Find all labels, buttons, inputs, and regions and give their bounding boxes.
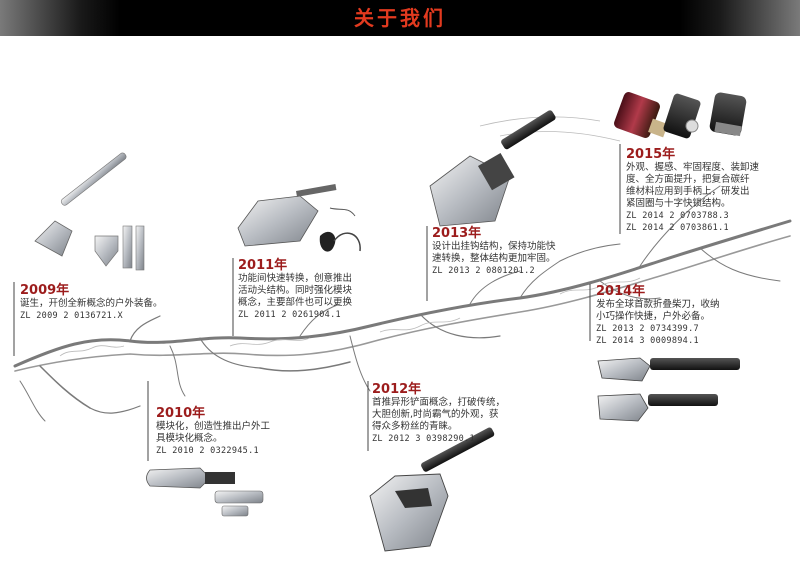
machete-2014-image [597, 357, 740, 422]
milestone-desc: 设计出挂钩结构，保持功能快 [432, 241, 556, 252]
milestone-2010: 2010年 模块化，创造性推出户外工 具模块化概念。 ZL 2010 2 032… [156, 406, 306, 457]
year-label: 2009年 [20, 283, 70, 298]
milestone-2011: 2011年 功能间快速转换，创意推出 活动头结构。同时强化模块 概念，主要部件也… [238, 258, 388, 321]
milestone-desc: 模块化，创造性推出户外工 [156, 421, 271, 432]
patent-number: ZL 2014 2 0703788.3 [626, 211, 729, 221]
milestone-desc: 功能间快速转换，创意推出 [238, 273, 353, 284]
shovel-2009-image [34, 152, 145, 271]
milestone-desc: 概念，主要部件也可以更换 [238, 297, 353, 308]
shovel-2013-image [429, 110, 556, 227]
patent-number: ZL 2013 2 0801201.2 [432, 266, 535, 276]
milestone-desc: 速转换，整体结构更加牢固。 [432, 253, 556, 264]
milestone-desc: 具模块化概念。 [156, 433, 223, 444]
patent-number: ZL 2013 2 0734399.7 [596, 324, 699, 334]
patent-number: ZL 2009 2 0136721.X [20, 311, 123, 321]
milestone-desc: 紧固圈与十字快锁结构。 [626, 198, 731, 209]
milestone-desc: 外观、握感、牢固程度、装卸速 [626, 162, 760, 173]
year-label: 2013年 [432, 226, 482, 241]
patent-number: ZL 2014 2 0703861.1 [626, 223, 729, 233]
patent-number: ZL 2010 2 0322945.1 [156, 446, 259, 456]
milestone-desc: 首推异形铲面概念，打破传统， [372, 397, 506, 408]
patent-number: ZL 2012 3 0398290.1 [372, 434, 475, 444]
year-label: 2010年 [156, 406, 206, 421]
year-label: 2015年 [626, 147, 676, 162]
milestone-desc: 活动头结构。同时强化模块 [238, 285, 353, 296]
milestone-2009: 2009年 诞生，开创全新概念的户外装备。 ZL 2009 2 0136721.… [20, 283, 200, 322]
milestone-desc: 度、全方面提升，把复合碳纤 [626, 174, 750, 185]
timeline-illustration [13, 92, 792, 552]
shovel-2011-image [237, 184, 361, 252]
milestone-desc: 小巧操作快捷，户外必备。 [596, 311, 711, 322]
milestone-desc: 大胆创新,时尚霸气的外观，获 [372, 409, 499, 420]
milestone-2013: 2013年 设计出挂钩结构，保持功能快 速转换，整体结构更加牢固。 ZL 201… [432, 226, 582, 277]
year-label: 2012年 [372, 382, 422, 397]
year-label: 2014年 [596, 284, 646, 299]
patent-number: ZL 2011 2 0261904.1 [238, 310, 341, 320]
patent-number: ZL 2014 3 0009894.1 [596, 336, 699, 346]
handle-2015-image [614, 92, 747, 139]
milestone-2014: 2014年 发布全球首款折叠柴刀，收纳 小巧操作快捷，户外必备。 ZL 2013… [596, 284, 746, 347]
shovel-2012-image [369, 427, 495, 552]
page-title: 关于我们 [354, 6, 446, 30]
milestone-desc: 诞生，开创全新概念的户外装备。 [20, 298, 163, 309]
milestone-2015: 2015年 外观、握感、牢固程度、装卸速 度、全方面提升，把复合碳纤 维材料应用… [626, 147, 791, 234]
milestone-desc: 发布全球首款折叠柴刀，收纳 [596, 299, 720, 310]
milestone-2012: 2012年 首推异形铲面概念，打破传统， 大胆创新,时尚霸气的外观，获 得众多粉… [372, 382, 537, 445]
year-label: 2011年 [238, 258, 288, 273]
knife-2010-image [146, 467, 264, 517]
milestone-desc: 得众多粉丝的青睐。 [372, 421, 458, 432]
milestone-desc: 维材料应用到手柄上，研发出 [626, 186, 750, 197]
header-bar [0, 0, 800, 36]
